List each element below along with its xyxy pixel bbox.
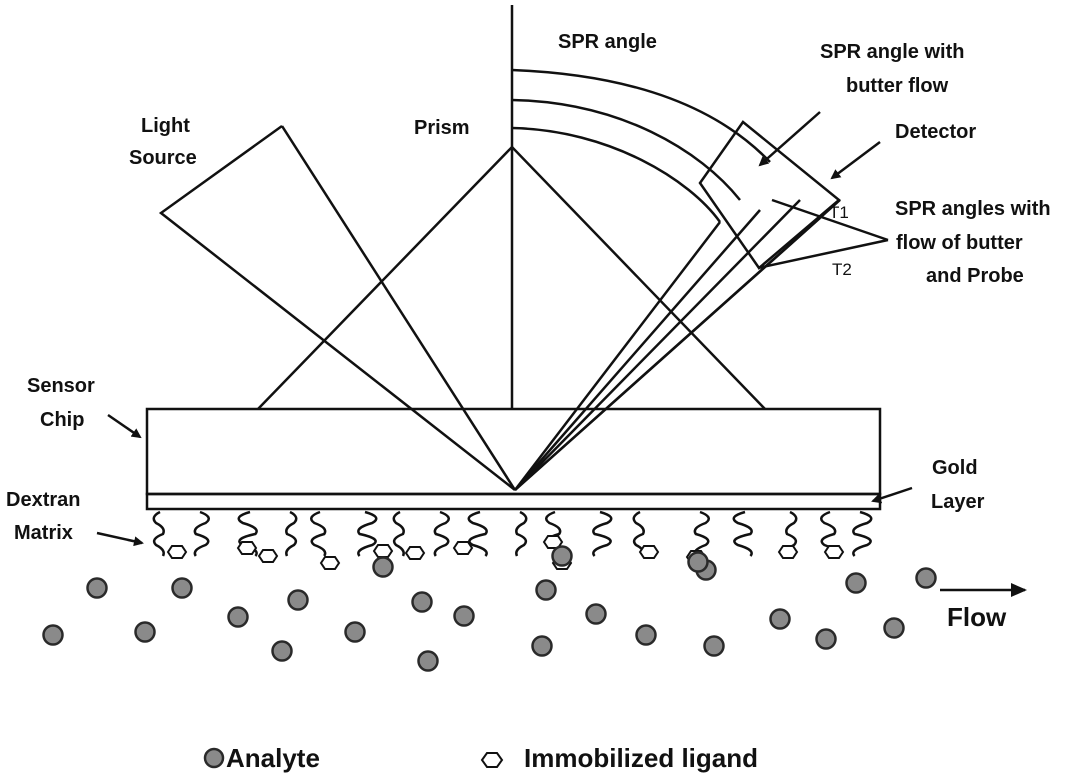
analyte-particle — [915, 567, 937, 589]
dextran-matrix — [152, 510, 873, 557]
sensor-chip — [145, 407, 882, 496]
legend-ligand-icon — [480, 752, 504, 768]
dextran-chain — [152, 510, 165, 557]
dextran-chain — [732, 510, 753, 557]
analyte-particle — [271, 640, 293, 662]
label-dextran-line1: Dextran — [6, 489, 80, 511]
ligand-hexagon — [777, 545, 799, 559]
analyte-particle — [287, 589, 309, 611]
legend-analyte-icon — [203, 747, 225, 769]
gold-layer — [145, 492, 882, 511]
legend: Analyte Immobilized ligand — [203, 743, 758, 773]
label-spr-buffer-line2: butter flow — [846, 75, 949, 97]
analyte-particles — [42, 545, 937, 672]
analyte-particle — [42, 624, 64, 646]
analyte-particle — [372, 556, 394, 578]
dextran-chain — [310, 510, 327, 557]
analyte-particle — [134, 621, 156, 643]
dextran-chain — [357, 510, 378, 557]
ligand-hexagon — [638, 545, 660, 559]
analyte-particle — [86, 577, 108, 599]
analyte-particle — [171, 577, 193, 599]
analyte-particle — [769, 608, 791, 630]
label-gold-line1: Gold — [932, 457, 978, 479]
analyte-particle — [227, 606, 249, 628]
analyte-particle — [635, 624, 657, 646]
detector — [698, 120, 841, 270]
ligand-hexagon — [166, 545, 188, 559]
analyte-particle — [551, 545, 573, 567]
dextran-chain — [632, 510, 645, 557]
legend-ligand-label: Immobilized ligand — [524, 743, 758, 773]
ligand-hexagon — [372, 544, 394, 558]
arrow-spr-buffer — [758, 111, 821, 167]
dextran-chain — [693, 510, 710, 557]
arrow-detector — [830, 141, 881, 180]
arrow-dextran — [96, 531, 144, 547]
label-spr-probe-line3: and Probe — [926, 265, 1024, 287]
analyte-particle — [815, 628, 837, 650]
analyte-particle — [585, 603, 607, 625]
dextran-chain — [285, 510, 298, 557]
ligand-hexagon — [823, 545, 845, 559]
dextran-chain — [392, 510, 405, 557]
analyte-particle — [687, 551, 709, 573]
label-flow: Flow — [947, 602, 1007, 632]
dextran-chain — [592, 510, 613, 557]
label-sensor-line2: Chip — [40, 409, 84, 431]
label-detector: Detector — [895, 121, 976, 143]
arrow-gold-layer — [871, 486, 913, 504]
label-spr-buffer-line1: SPR angle with — [820, 41, 964, 63]
ligand-hexagon — [257, 549, 279, 563]
label-spr-angle: SPR angle — [558, 31, 657, 53]
dextran-chain — [515, 510, 528, 557]
label-dextran-line2: Matrix — [14, 522, 73, 544]
analyte-particle — [703, 635, 725, 657]
analyte-particle — [531, 635, 553, 657]
ligand-hexagon — [542, 535, 564, 549]
dextran-chain — [852, 510, 873, 557]
ligand-hexagon — [236, 541, 258, 555]
dextran-chain — [193, 510, 210, 557]
label-t1: T1 — [829, 203, 849, 222]
light-source — [158, 124, 516, 491]
label-t2: T2 — [832, 260, 852, 279]
dextran-chain — [467, 510, 488, 557]
incident-ray — [280, 125, 517, 491]
immobilized-ligands — [166, 535, 845, 570]
analyte-particle — [535, 579, 557, 601]
label-light-line2: Source — [129, 147, 197, 169]
analyte-particle — [417, 650, 439, 672]
label-spr-probe-line1: SPR angles with — [895, 198, 1051, 220]
analyte-particle — [344, 621, 366, 643]
spr-angle-curves — [511, 68, 771, 223]
label-spr-probe-line2: flow of butter — [896, 232, 1023, 254]
t1-t2-lines — [757, 198, 889, 270]
label-light-line1: Light — [141, 115, 190, 137]
analyte-particle — [845, 572, 867, 594]
analyte-particle — [883, 617, 905, 639]
dextran-chain — [433, 510, 450, 557]
ligand-hexagon — [404, 546, 426, 560]
analyte-particle — [411, 591, 433, 613]
label-gold-line2: Layer — [931, 491, 985, 513]
legend-analyte-label: Analyte — [226, 743, 320, 773]
reflected-rays — [514, 199, 841, 491]
ligand-hexagon — [452, 541, 474, 555]
label-prism: Prism — [414, 117, 470, 139]
arrow-sensor-chip — [107, 413, 142, 439]
analyte-particle — [453, 605, 475, 627]
ligand-hexagon — [319, 556, 341, 570]
label-sensor-line1: Sensor — [27, 375, 95, 397]
